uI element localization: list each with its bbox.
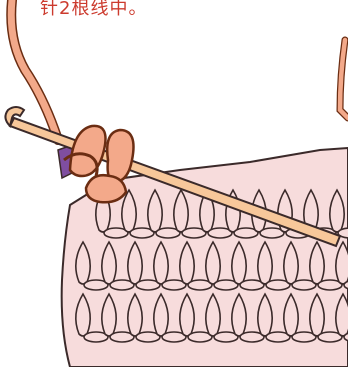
yarn-loop-3 bbox=[86, 175, 126, 202]
caption-text: 针2根线中。 bbox=[40, 0, 147, 20]
yarn-loop-2 bbox=[107, 130, 133, 182]
yarn-loop-1 bbox=[70, 126, 106, 176]
yarn-loops bbox=[64, 126, 134, 202]
